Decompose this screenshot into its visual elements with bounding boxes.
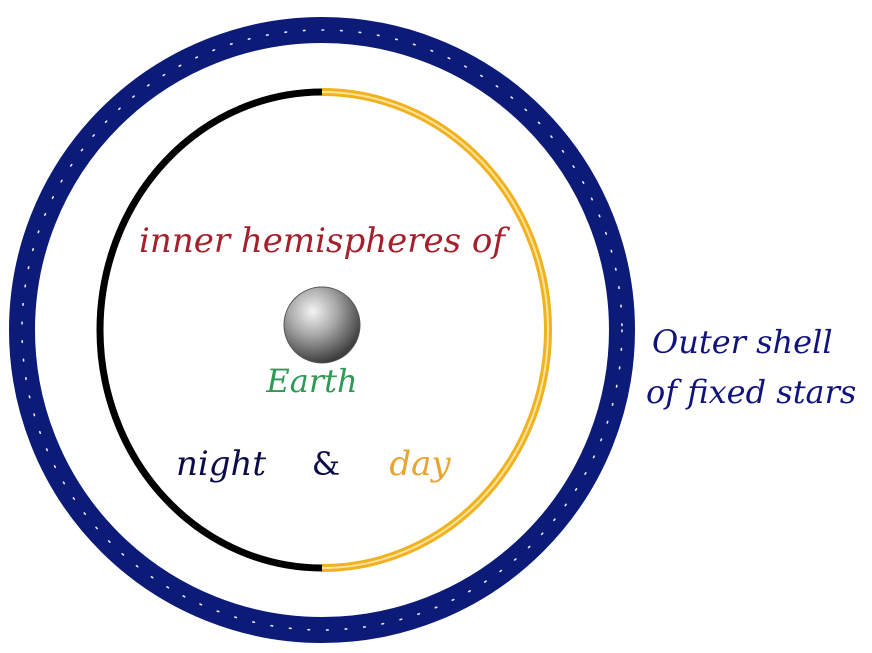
outer-shell-label-line1: Outer shell bbox=[652, 323, 833, 361]
earth-sphere bbox=[284, 287, 360, 363]
outer-shell-label-line2: of fixed stars bbox=[646, 373, 856, 411]
night-label: night bbox=[176, 444, 266, 484]
earth-label: Earth bbox=[265, 362, 357, 400]
day-label: day bbox=[389, 444, 451, 484]
ampersand-label: & bbox=[312, 445, 340, 483]
inner-hemispheres-label: inner hemispheres of bbox=[139, 221, 510, 261]
